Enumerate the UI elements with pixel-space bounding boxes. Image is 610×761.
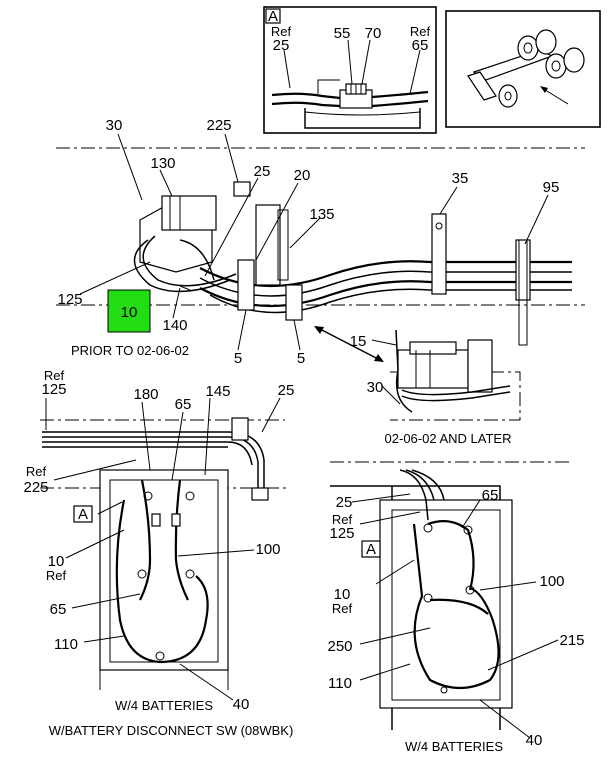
callout-135: 135 bbox=[309, 206, 334, 223]
callout-40-right: 40 bbox=[526, 732, 543, 749]
callout-35: 35 bbox=[452, 170, 469, 187]
callout-ref125-right-num: 125 bbox=[329, 525, 354, 542]
caption-w4-right: W/4 BATTERIES bbox=[405, 739, 503, 754]
callout-ref125-num: 125 bbox=[41, 381, 66, 398]
right-battery-box-view: 25 65 Ref 125 A 10 Ref 100 250 215 110 4… bbox=[327, 461, 585, 754]
callout-ref125-right-ref: Ref bbox=[332, 512, 353, 527]
callout-5-left: 5 bbox=[234, 350, 242, 367]
truck-locator-inset bbox=[445, 10, 601, 128]
callout-65-left: 65 bbox=[175, 396, 192, 413]
callout-130: 130 bbox=[150, 155, 175, 172]
highlight-box-10 bbox=[107, 289, 151, 333]
callout-10-highlighted: 10 bbox=[121, 304, 138, 321]
callout-110-right: 110 bbox=[328, 675, 352, 692]
caption-disconnect: W/BATTERY DISCONNECT SW (08WBK) bbox=[49, 723, 294, 738]
main-frame-view: 30 225 130 25 20 35 95 135 125 10 140 5 … bbox=[56, 117, 585, 367]
caption-prior: PRIOR TO 02-06-02 bbox=[71, 343, 189, 358]
callout-30: 30 bbox=[106, 117, 123, 134]
callout-40-left: 40 bbox=[233, 696, 250, 713]
callout-180: 180 bbox=[133, 386, 158, 403]
callout-65-right: 65 bbox=[482, 487, 499, 504]
caption-w4-left: W/4 BATTERIES bbox=[115, 698, 213, 713]
callout-ref25-top-num: 25 bbox=[273, 37, 290, 54]
callout-25: 25 bbox=[254, 163, 271, 180]
callout-10ref-left-num: 10 bbox=[48, 553, 65, 570]
left-battery-box-view: Ref 125 180 65 145 25 Ref 225 A 10 Ref 1… bbox=[23, 368, 294, 738]
callout-95: 95 bbox=[543, 179, 560, 196]
detail-a-tag-right: A bbox=[366, 541, 376, 558]
callout-10ref-right-ref: Ref bbox=[332, 601, 353, 616]
callout-250: 250 bbox=[327, 638, 352, 655]
callout-100-right: 100 bbox=[539, 573, 564, 590]
callout-110-left: 110 bbox=[54, 636, 78, 653]
callout-20: 20 bbox=[294, 167, 311, 184]
callout-15: 15 bbox=[350, 333, 367, 350]
detail-a-inset: A Ref 25 55 70 Ref 65 bbox=[263, 6, 437, 134]
callout-125: 125 bbox=[57, 291, 82, 308]
callout-10ref-right-num: 10 bbox=[334, 586, 351, 603]
callout-ref65-top-ref: Ref bbox=[410, 24, 431, 39]
callout-140: 140 bbox=[162, 317, 187, 334]
callout-25-left: 25 bbox=[278, 382, 295, 399]
detail-a-tag-left: A bbox=[78, 506, 88, 523]
callout-ref25-top-ref: Ref bbox=[271, 24, 292, 39]
callout-215: 215 bbox=[559, 632, 584, 649]
callout-ref225-ref: Ref bbox=[26, 464, 47, 479]
callout-55: 55 bbox=[334, 25, 351, 42]
callout-100-left: 100 bbox=[255, 541, 280, 558]
callout-10ref-left-ref: Ref bbox=[46, 568, 67, 583]
callout-25-right: 25 bbox=[336, 494, 353, 511]
callout-ref225-num: 225 bbox=[23, 479, 48, 496]
callout-5-right: 5 bbox=[297, 350, 305, 367]
callout-145: 145 bbox=[205, 383, 230, 400]
callout-70: 70 bbox=[365, 25, 382, 42]
later-config-view: 15 30 02-06-02 AND LATER bbox=[350, 329, 521, 446]
caption-later: 02-06-02 AND LATER bbox=[385, 431, 512, 446]
callout-ref125-ref: Ref bbox=[44, 368, 65, 383]
callout-30-lower: 30 bbox=[367, 379, 384, 396]
callout-ref65-top-num: 65 bbox=[412, 37, 429, 54]
detail-a-tag-top: A bbox=[268, 8, 278, 25]
callout-225: 225 bbox=[206, 117, 231, 134]
callout-65-left-2: 65 bbox=[50, 601, 67, 618]
